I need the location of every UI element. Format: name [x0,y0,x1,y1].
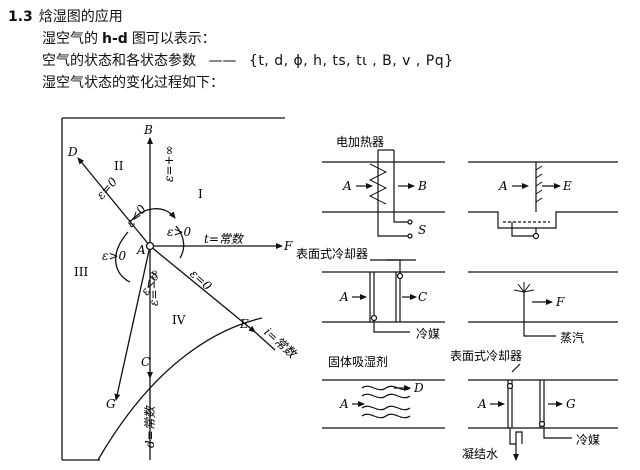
panel-surface-cooler-condensate [468,363,618,461]
cooler-title: 表面式冷却器 [296,247,368,261]
desiccant-D: D [413,381,424,395]
line-A-G [114,245,151,401]
region-IV: IV [172,313,186,327]
d-const-label: d=常数 [143,404,157,448]
section-heading: 1.3 焓湿图的应用 [8,6,628,28]
eps-gt-0-left: ε>0 [102,249,126,263]
region-III: III [74,265,88,279]
cooler2-A: A [477,397,487,411]
region-II: II [114,159,124,173]
panel-steam-humidifier [468,271,618,337]
label-E: E [239,317,249,331]
h-const-line [254,331,276,351]
desiccant-A: A [339,397,349,411]
panel-solid-desiccant [322,379,445,429]
heater-S: S [418,223,426,237]
line-1-suffix: 图可以表示： [131,31,216,47]
line-2: 空气的状态和各状态参数 —— {t, d, ϕ, h, ts, tι , B, … [42,50,628,72]
eps-arc-upper [129,208,176,223]
label-A: A [136,243,146,257]
spray-A: A [498,179,508,193]
cooler2-G: G [566,397,576,411]
label-B: B [143,123,153,137]
saturation-curve [97,317,263,461]
cooler2-title: 表面式冷却器 [450,349,522,363]
label-G: G [106,397,116,411]
eps-minus-inf: ε=−∞ [147,269,161,306]
line-2-dash: —— [208,53,237,69]
heater-B: B [417,179,427,193]
state-point-A [145,241,155,251]
cooler2-condensate: 凝结水 [462,446,498,461]
spray-E: E [562,179,572,193]
panel-spray-humidifier [468,161,618,240]
steam-F: F [555,295,565,309]
label-F: F [283,239,293,253]
t-const-label: t=常数 [204,232,245,246]
section-number: 1.3 [8,9,33,25]
hd-chart-name: h-d [102,31,128,47]
eps-plus-inf: ε=+∞ [162,145,176,182]
cooler-A: A [339,290,349,304]
heater-A: A [342,179,352,193]
line-A-E [149,245,256,333]
line-2-prefix: 空气的状态和各状态参数 [42,53,196,69]
label-C: C [141,355,150,369]
heater-title: 电加热器 [336,135,384,149]
section-title: 焓湿图的应用 [38,9,123,25]
cooler-C: C [418,290,427,304]
panel-electric-heater [322,149,445,239]
eps-arc-right [175,225,185,259]
panel-surface-cooler [322,259,445,333]
cooler-coolant: 冷媒 [416,327,440,341]
eps-arc-left [115,231,131,283]
cooler2-coolant: 冷媒 [576,433,600,447]
desiccant-title: 固体吸湿剂 [328,354,388,369]
line-1-prefix: 湿空气的 [42,31,98,47]
state-parameters: {t, d, ϕ, h, ts, tι , B, v , Pq} [248,53,454,69]
line-3: 湿空气状态的变化过程如下： [42,75,224,91]
line-A-D [77,157,151,247]
steam-label: 蒸汽 [560,330,584,345]
region-I: I [198,187,203,201]
label-D: D [67,145,78,159]
eps-gt-0-right: ε>0 [167,225,191,239]
